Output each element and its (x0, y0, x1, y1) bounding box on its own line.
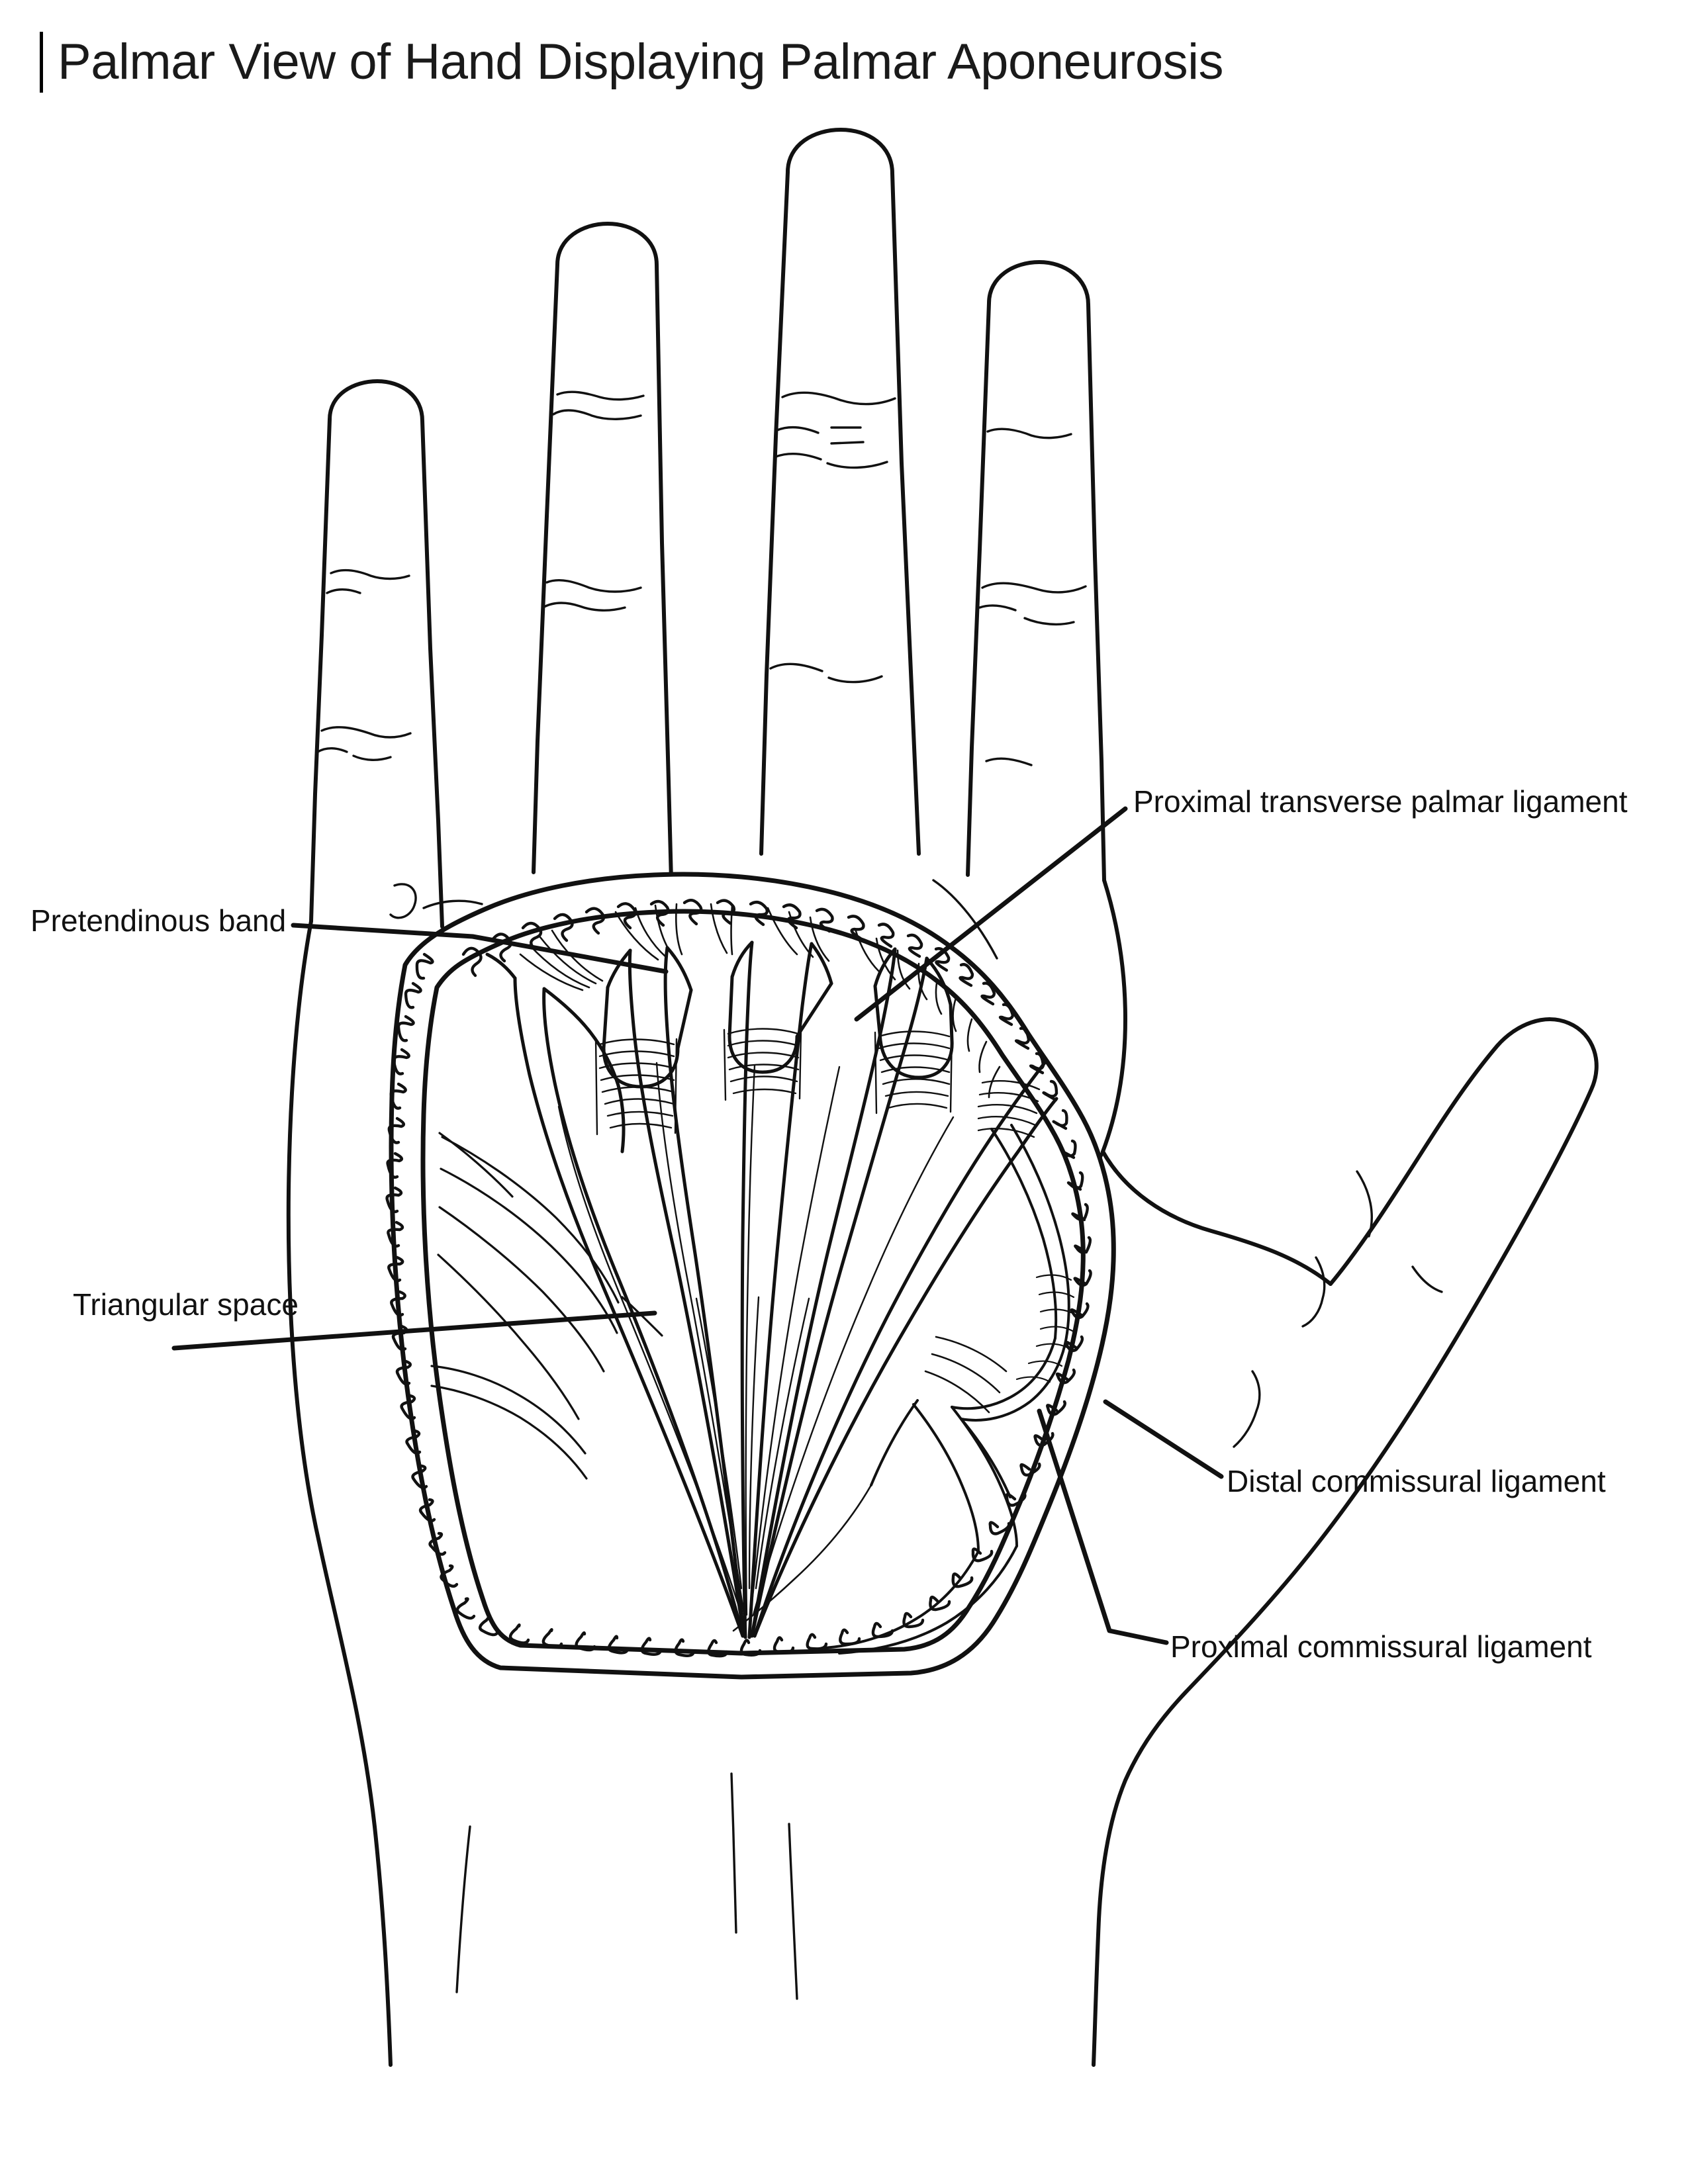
leader-lines (171, 806, 1224, 1645)
leader-triangular-space (171, 1310, 657, 1351)
thenar-longitudinal-bands (732, 1484, 1018, 1655)
leader-distal-commissural-ligament (1103, 1399, 1224, 1479)
title-accent-rule (40, 32, 43, 93)
transverse-ligament-fibers (594, 1028, 1041, 1138)
cut-skin-texture (385, 898, 1092, 1658)
thumb-creases (1233, 1170, 1443, 1448)
label-pretendinous-band: Pretendinous band (30, 903, 287, 938)
leader-pretendinous-band (291, 923, 669, 974)
aponeurosis-window (389, 872, 1116, 1680)
label-triangular-space: Triangular space (73, 1287, 299, 1322)
triangular-space-fibers (430, 1132, 663, 1480)
page-title: Palmar View of Hand Displaying Palmar Ap… (40, 32, 1223, 93)
commissural-ligaments (870, 1124, 1076, 1553)
label-distal-commissural-ligament: Distal commissural ligament (1227, 1464, 1606, 1498)
leader-proximal-commissural-ligament (1037, 1408, 1169, 1645)
band-fiber-striations (557, 1062, 955, 1620)
leader-proximal-transverse-palmar-ligament (854, 806, 1128, 1022)
label-proximal-transverse-palmar-ligament: Proximal transverse palmar ligament (1133, 784, 1628, 819)
hand-outline (286, 128, 1599, 2067)
label-proximal-commissural-ligament: Proximal commissural ligament (1170, 1629, 1592, 1664)
distal-fan-fibers (519, 903, 1001, 1099)
page-title-text: Palmar View of Hand Displaying Palmar Ap… (58, 34, 1223, 90)
